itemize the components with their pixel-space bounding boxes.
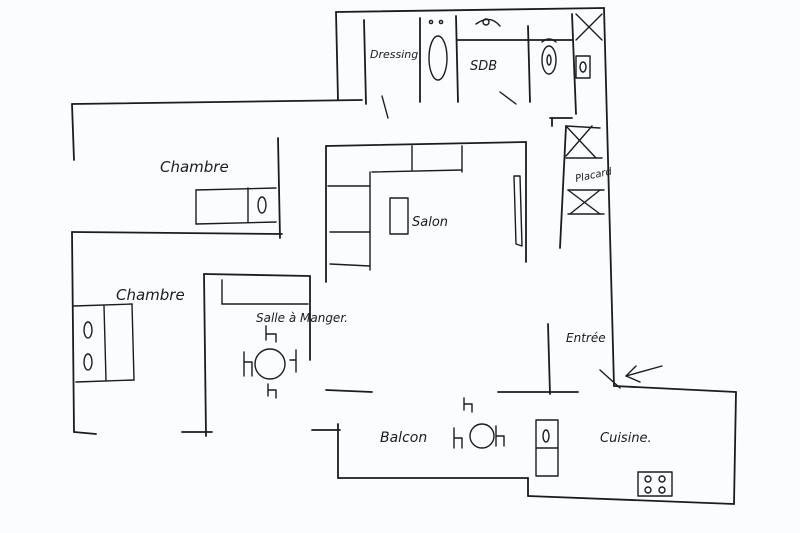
bedroom-2-furniture [73,303,135,383]
label-salon: Salon [412,215,448,230]
label-entree: Entrée [566,331,606,345]
label-cuisine: Cuisine. [600,431,652,446]
doors [381,91,621,389]
balcony-table-icon [453,397,505,449]
placards [565,125,605,215]
label-balcon: Balcon [380,430,427,446]
entrance-arrow-icon [625,365,663,383]
dining-table-icon [221,279,309,399]
label-dressing: Dressing [370,48,418,61]
label-salle-a-manger: Salle à Manger. [256,311,348,325]
outer-walls [71,7,737,505]
inner-walls [71,13,577,437]
bathroom-fixtures [428,13,603,81]
bedroom-1-furniture [195,187,277,225]
kitchen-fixtures [535,419,673,497]
room-labels: Dressing SDB Chambre Chambre Salon Placa… [116,48,652,446]
label-chambre-2: Chambre [116,286,185,304]
salon-furniture [327,145,523,271]
label-chambre-1: Chambre [160,158,229,176]
label-sdb: SDB [470,59,497,74]
label-placard: Placard [574,166,613,185]
